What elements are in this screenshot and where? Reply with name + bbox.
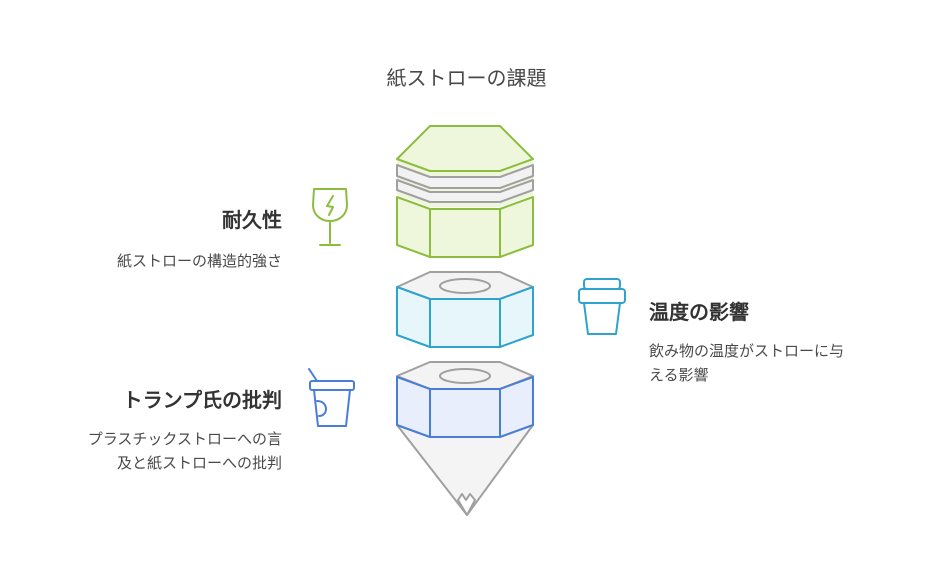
durability-heading: 耐久性 xyxy=(222,208,282,232)
bottom-hole xyxy=(439,368,491,384)
temperature-description-line: える影響 xyxy=(649,366,709,384)
criticism-heading: トランプ氏の批判 xyxy=(122,388,282,412)
durability-description-line: 紙ストローの構造的強さ xyxy=(116,252,282,270)
bottom-segment xyxy=(396,361,534,516)
pencil-lead xyxy=(457,493,476,516)
durability-description: 紙ストローの構造的強さ xyxy=(117,249,282,273)
eraser-segment xyxy=(396,125,534,258)
criticism-description: プラスチックストローへの言 及と紙ストローへの批判 xyxy=(88,427,282,475)
drink-straw-cup-icon xyxy=(308,368,355,427)
wine-glass-icon xyxy=(312,188,348,246)
cup-icon xyxy=(578,278,626,335)
temperature-description-line: 飲み物の温度がストローに与 xyxy=(649,342,845,360)
criticism-description-line: プラスチックストローへの言 xyxy=(87,430,282,448)
criticism-description-line: 及と紙ストローへの批判 xyxy=(116,454,282,472)
diagram-title: 紙ストローの課題 xyxy=(386,66,547,90)
ferrule-band-1 xyxy=(396,164,534,189)
ferrule-band-2 xyxy=(396,179,534,203)
middle-segment xyxy=(396,271,534,348)
eraser-top-cap xyxy=(396,125,534,172)
middle-hole xyxy=(439,278,491,294)
temperature-heading: 温度の影響 xyxy=(649,300,749,324)
temperature-description: 飲み物の温度がストローに与 える影響 xyxy=(649,339,844,387)
